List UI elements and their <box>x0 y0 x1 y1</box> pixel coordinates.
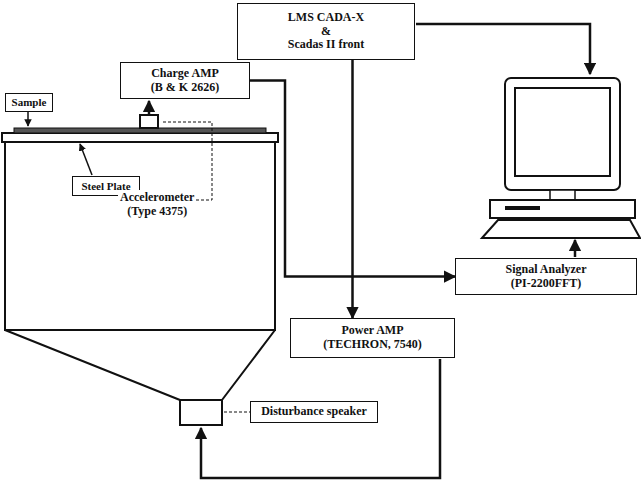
box-text: Charge AMP (B & K 2626) <box>151 67 219 95</box>
computer-case <box>490 200 635 218</box>
vessel-body <box>5 142 275 330</box>
process-box: Signal Analyzer (PI-2200FFT) <box>455 258 637 295</box>
accelerometer <box>140 115 158 128</box>
label-box: Disturbance speaker <box>250 401 378 423</box>
screen <box>515 88 610 176</box>
box-text: LMS CADA-X & Scadas II front <box>288 11 364 52</box>
label-box: Sample <box>5 93 53 112</box>
drive-slot <box>505 206 540 210</box>
leader-line <box>224 412 250 413</box>
process-box: LMS CADA-X & Scadas II front <box>237 3 415 60</box>
box-text: Sample <box>12 96 47 109</box>
signal-wire <box>574 240 577 257</box>
leader-line <box>27 112 29 126</box>
box-text: Disturbance speaker <box>261 405 367 419</box>
process-box: Power AMP (TECHRON, 7540) <box>290 318 455 358</box>
signal-wire <box>201 359 440 478</box>
box-text: Power AMP (TECHRON, 7540) <box>323 324 422 352</box>
steel-plate <box>2 133 278 142</box>
computer <box>482 78 640 238</box>
signal-wire <box>416 24 590 74</box>
monitor <box>505 78 620 190</box>
leader-line <box>161 122 212 200</box>
keyboard <box>482 220 640 238</box>
signal-connector <box>351 60 354 318</box>
speaker <box>180 400 222 425</box>
part-label: Accelerometer (Type 4375) <box>118 190 196 220</box>
monitor-stand <box>550 190 575 200</box>
leader-line <box>80 144 92 175</box>
signal-wire <box>148 101 151 114</box>
box-text: Signal Analyzer (PI-2200FFT) <box>505 263 586 291</box>
signal-connector <box>250 81 455 277</box>
vessel-cone <box>5 330 275 400</box>
process-box: Charge AMP (B & K 2626) <box>120 62 250 99</box>
